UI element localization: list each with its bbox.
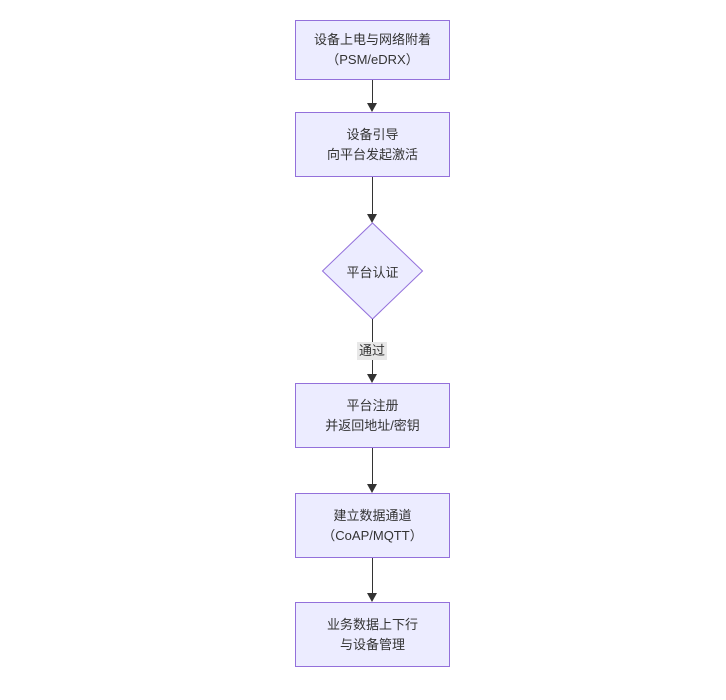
node-text-line: 设备引导 bbox=[346, 126, 399, 142]
edge-register-to-channel bbox=[372, 448, 373, 485]
edge-power-to-bootstrap bbox=[372, 80, 373, 104]
node-text-line: （CoAP/MQTT） bbox=[322, 527, 423, 543]
node-text-line: 业务数据上下行 bbox=[326, 616, 418, 632]
arrow-down-icon bbox=[367, 374, 377, 383]
arrow-down-icon bbox=[367, 103, 377, 112]
arrow-down-icon bbox=[367, 214, 377, 223]
node-text-line: 与设备管理 bbox=[339, 636, 405, 652]
node-text-line: 并返回地址/密钥 bbox=[325, 417, 420, 433]
flow-node-platform-auth-decision: 平台认证 bbox=[321, 222, 424, 320]
flow-node-platform-register: 平台注册 并返回地址/密钥 bbox=[295, 383, 450, 448]
flow-node-data-channel: 建立数据通道 （CoAP/MQTT） bbox=[295, 493, 450, 558]
flow-node-device-bootstrap: 设备引导 向平台发起激活 bbox=[295, 112, 450, 177]
node-text-line: 平台认证 bbox=[346, 264, 399, 280]
node-text-line: 向平台发起激活 bbox=[326, 146, 418, 162]
edge-bootstrap-to-auth bbox=[372, 177, 373, 215]
arrow-down-icon bbox=[367, 593, 377, 602]
arrow-down-icon bbox=[367, 484, 377, 493]
flow-node-power-network-attach: 设备上电与网络附着 （PSM/eDRX） bbox=[295, 20, 450, 80]
flow-node-business-data: 业务数据上下行 与设备管理 bbox=[295, 602, 450, 667]
edge-label-pass: 通过 bbox=[356, 342, 388, 360]
node-text-line: 平台注册 bbox=[346, 397, 399, 413]
node-text-line: 设备上电与网络附着 bbox=[313, 32, 431, 47]
edge-channel-to-business bbox=[372, 558, 373, 594]
node-text-line: （PSM/eDRX） bbox=[326, 52, 419, 67]
node-text-line: 建立数据通道 bbox=[333, 507, 412, 523]
